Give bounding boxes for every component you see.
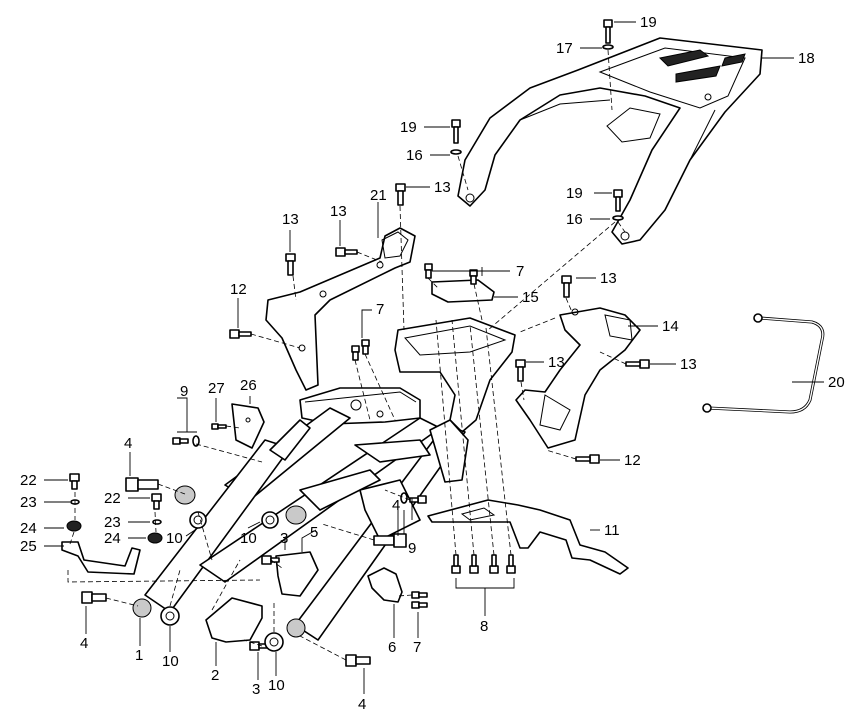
mounting-bracket xyxy=(61,541,141,575)
callout-13: 13 xyxy=(434,179,451,196)
callout-12: 12 xyxy=(624,452,641,469)
callout-25: 25 xyxy=(20,538,37,555)
callout-11: 11 xyxy=(604,522,620,539)
left-bracket xyxy=(265,227,416,391)
callout-13: 13 xyxy=(600,270,617,287)
callout-15: 15 xyxy=(522,289,539,306)
hook-bracket xyxy=(367,567,403,603)
right-bracket xyxy=(515,307,641,449)
callout-19: 19 xyxy=(640,14,657,31)
callout-3: 3 xyxy=(280,530,288,547)
callout-23: 23 xyxy=(20,494,37,511)
callout-4: 4 xyxy=(358,696,366,713)
callout-22: 22 xyxy=(20,472,37,489)
callout-16: 16 xyxy=(566,211,583,228)
callout-26: 26 xyxy=(240,377,257,394)
bolts xyxy=(66,19,650,667)
callout-19: 19 xyxy=(566,185,583,202)
callout-10: 10 xyxy=(240,530,257,547)
callout-10: 10 xyxy=(268,677,285,694)
callout-13: 13 xyxy=(680,356,697,373)
callout-9: 9 xyxy=(408,540,416,557)
bracket-plate xyxy=(431,279,495,303)
callout-14: 14 xyxy=(662,318,679,335)
rear-subframe xyxy=(132,317,516,641)
leader-lines xyxy=(44,21,824,694)
callout-10: 10 xyxy=(166,530,183,547)
rear-bracket xyxy=(427,499,629,575)
callout-19: 19 xyxy=(400,119,417,136)
callout-24: 24 xyxy=(20,520,37,537)
callout-9: 9 xyxy=(180,383,188,400)
callout-7: 7 xyxy=(413,639,421,656)
callout-3: 3 xyxy=(252,681,260,698)
callout-2: 2 xyxy=(211,667,219,684)
callout-20: 20 xyxy=(828,374,845,391)
callout-22: 22 xyxy=(104,490,121,507)
callout-7: 7 xyxy=(516,263,524,280)
callout-13: 13 xyxy=(282,211,299,228)
callout-18: 18 xyxy=(798,50,815,67)
assembly-lines xyxy=(67,49,627,661)
callout-4: 4 xyxy=(392,497,400,514)
callout-1: 1 xyxy=(135,647,143,664)
lower-bracket xyxy=(205,597,263,643)
small-plate xyxy=(231,403,265,449)
callout-7: 7 xyxy=(376,301,384,318)
stay-rod xyxy=(702,313,825,414)
callout-27: 27 xyxy=(208,380,225,397)
callout-10: 10 xyxy=(162,653,179,670)
rear-rack xyxy=(457,37,763,245)
callout-4: 4 xyxy=(80,635,88,652)
callout-6: 6 xyxy=(388,639,396,656)
callout-13: 13 xyxy=(548,354,565,371)
callout-labels: 19 17 18 19 16 13 19 16 13 13 21 7 13 12… xyxy=(20,14,845,713)
callout-13: 13 xyxy=(330,203,347,220)
callout-16: 16 xyxy=(406,147,423,164)
callout-4: 4 xyxy=(124,435,132,452)
callout-23: 23 xyxy=(104,514,121,531)
callout-21: 21 xyxy=(370,187,387,204)
callout-24: 24 xyxy=(104,530,121,547)
callout-12: 12 xyxy=(230,281,247,298)
callout-17: 17 xyxy=(556,40,573,57)
callout-8: 8 xyxy=(480,618,488,635)
callout-5: 5 xyxy=(310,524,318,541)
side-bracket xyxy=(275,551,319,597)
